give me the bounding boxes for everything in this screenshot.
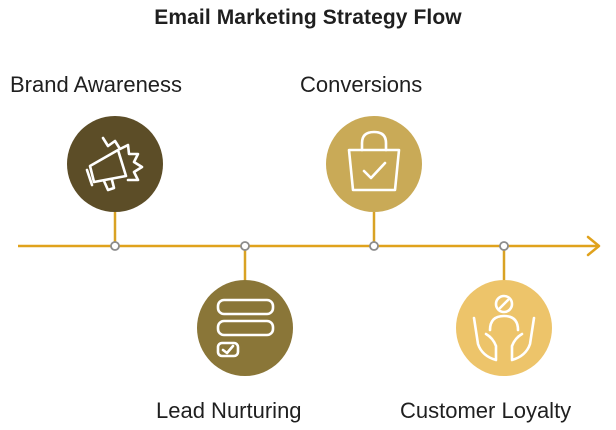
label-customer-loyalty: Customer Loyalty [400, 398, 572, 423]
label-brand-awareness: Brand Awareness [10, 72, 183, 97]
shopping-bag-check-icon [347, 130, 401, 192]
diagram-title: Email Marketing Strategy Flow [154, 6, 462, 29]
timeline-node-brand-awareness [110, 241, 120, 251]
step-lead-nurturing [197, 280, 293, 376]
hands-person-icon [472, 294, 536, 362]
timeline-node-conversions [369, 241, 379, 251]
timeline-node-lead-nurturing [240, 241, 250, 251]
timeline-arrowhead [586, 235, 601, 257]
timeline-node-customer-loyalty [499, 241, 509, 251]
megaphone-icon [85, 136, 144, 192]
step-customer-loyalty [456, 280, 552, 376]
form-checklist-icon [216, 298, 275, 358]
label-lead-nurturing: Lead Nurturing [156, 398, 302, 423]
step-conversions [326, 116, 422, 212]
step-brand-awareness [67, 116, 163, 212]
label-conversions: Conversions [300, 72, 423, 97]
